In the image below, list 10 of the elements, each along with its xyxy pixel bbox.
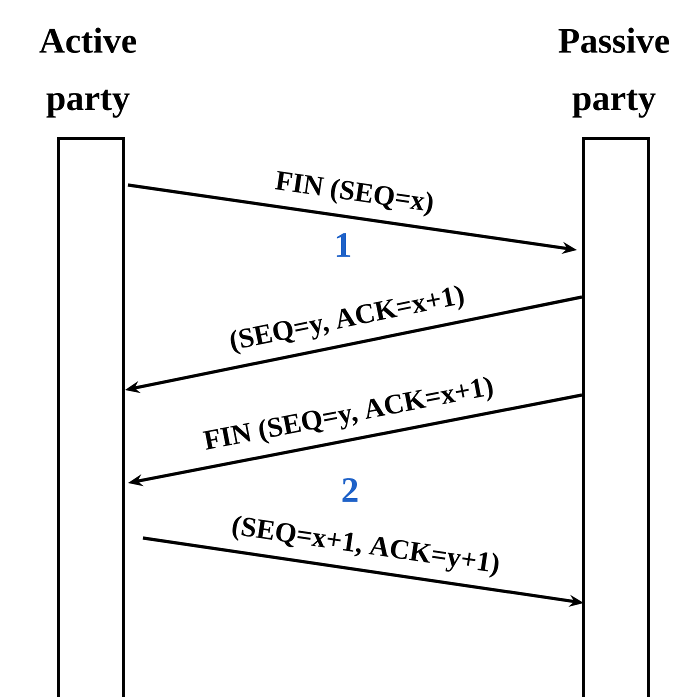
edge-label: FIN (SEQ=y, ACK=x+1) [202,376,493,450]
step-number: 2 [342,478,358,502]
party-heading: Active party [39,28,136,118]
edge-label: FIN (SEQ=x) [275,170,433,216]
lifeline-bar [582,137,650,697]
step-number: 1 [336,233,350,257]
lifeline-bar [57,137,125,697]
party-heading: Passive party [558,28,670,118]
edge-label: (SEQ=y, ACK=x+1) [230,285,464,354]
edge-label: (SEQ=x+1, ACK=y+1) [232,516,498,578]
